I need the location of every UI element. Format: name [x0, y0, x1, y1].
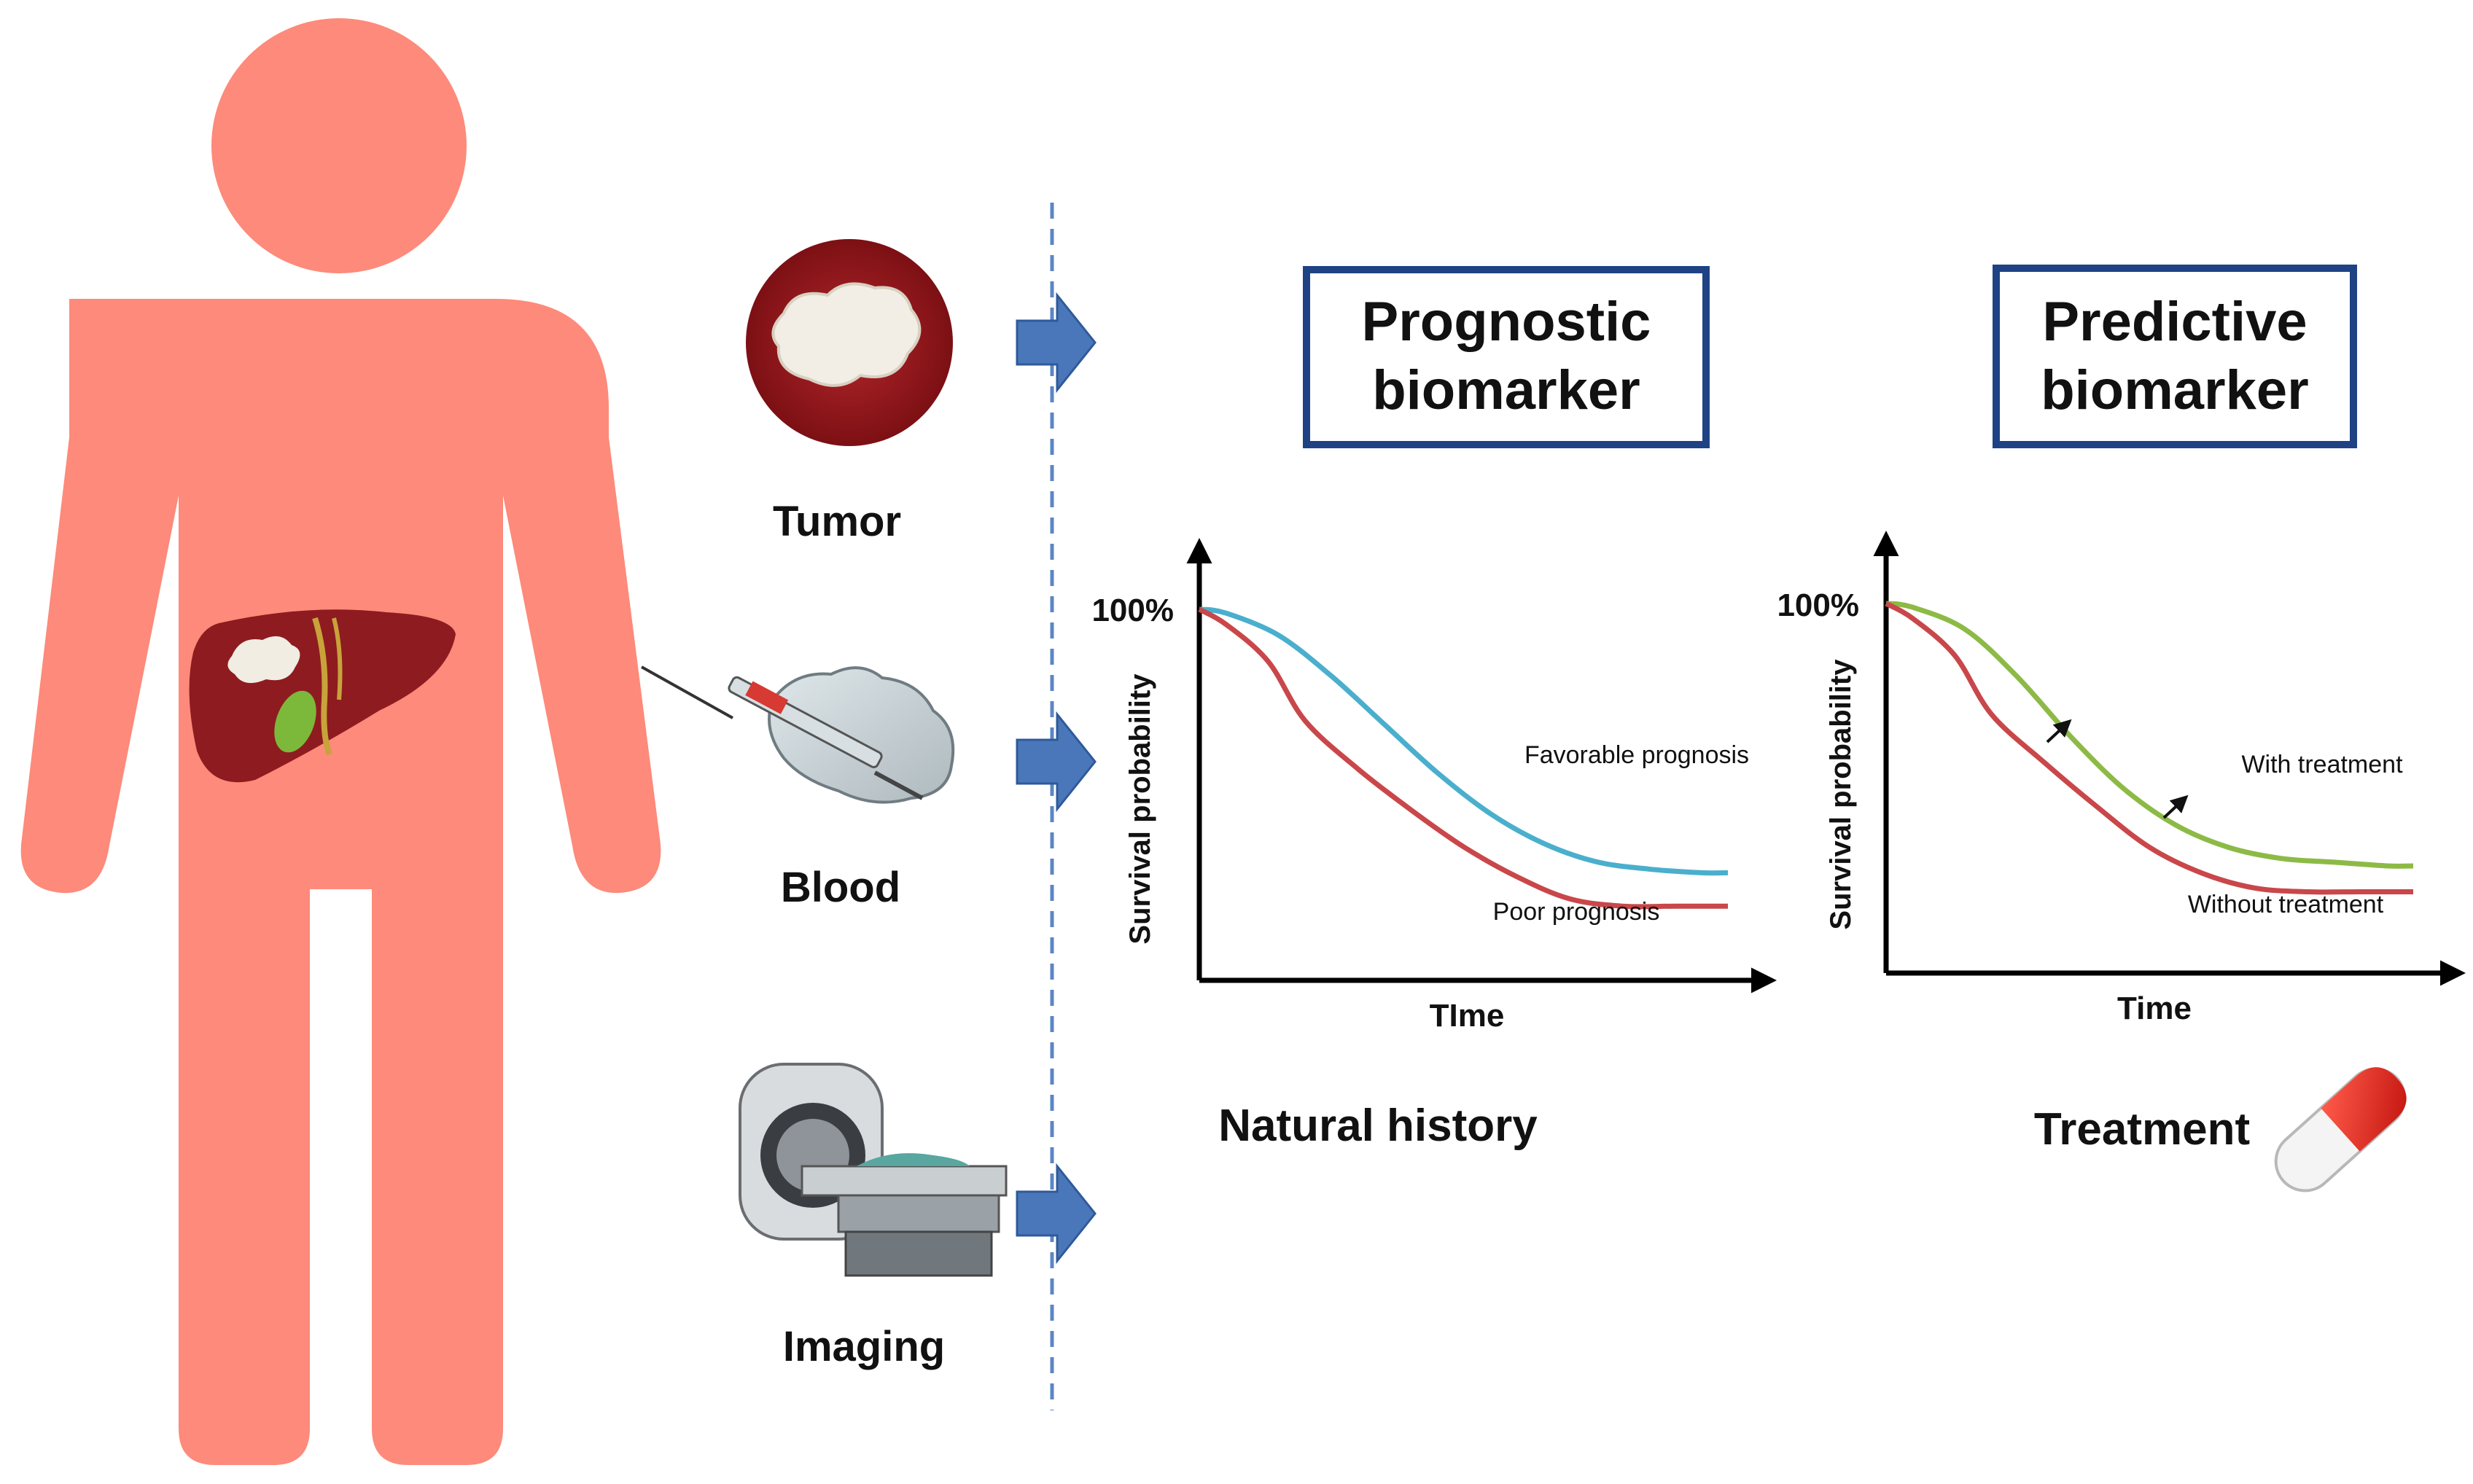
chart2-ylabel: Survival probability — [1825, 659, 1857, 930]
chart2-y-tick-100: 100% — [1777, 587, 1859, 623]
chart1-y-tick-100: 100% — [1091, 593, 1174, 628]
predictive-line2: biomarker — [2041, 359, 2309, 421]
tumor-tissue-icon — [746, 239, 953, 446]
chart1-ylabel: Survival probability — [1124, 673, 1156, 945]
syringe-glove-icon — [728, 666, 955, 804]
natural-history-caption: Natural history — [1218, 1101, 1538, 1151]
chart2-with-treatment-label: With treatment — [2241, 751, 2403, 778]
prognostic-survival-chart: 100% Survival probability TIme Favorable… — [1091, 538, 1777, 1034]
capsule-pill-icon — [2274, 1067, 2407, 1192]
predictive-box: Predictive biomarker — [1993, 265, 2357, 448]
arrow-blood — [1016, 711, 1097, 813]
chart1-poor-label: Poor prognosis — [1493, 898, 1660, 926]
predictive-survival-chart: 100% Survival probability Time With trea… — [1777, 531, 2466, 1026]
arrow-tumor — [1016, 292, 1097, 394]
prognostic-line2: biomarker — [1372, 359, 1640, 421]
chart2-without-treatment-label: Without treatment — [2188, 891, 2384, 918]
liver-icon — [189, 609, 456, 783]
chart1-favorable-label: Favorable prognosis — [1524, 741, 1749, 769]
imaging-label: Imaging — [783, 1323, 945, 1370]
blood-label: Blood — [781, 864, 900, 911]
prognostic-line1: Prognostic — [1362, 291, 1651, 353]
chart1-poor-prognosis-line — [1198, 606, 1728, 910]
mri-scanner-icon — [739, 1063, 1008, 1277]
chart2-with-treatment-line — [1885, 601, 2414, 869]
prognostic-box: Prognostic biomarker — [1303, 266, 1710, 448]
chart2-improvement-arrow-2 — [2162, 794, 2189, 819]
needle-line — [641, 665, 733, 719]
chart2-improvement-arrow-1 — [2046, 719, 2072, 743]
chart1-xlabel: TIme — [1430, 998, 1505, 1034]
chart1-favorable-prognosis-line — [1199, 606, 1729, 876]
person-silhouette-icon — [20, 18, 661, 1465]
chart2-without-treatment-line — [1885, 601, 2413, 895]
chart2-xlabel: Time — [2117, 991, 2192, 1026]
tumor-label: Tumor — [773, 498, 901, 545]
treatment-caption: Treatment — [2034, 1104, 2250, 1155]
arrow-imaging — [1016, 1163, 1097, 1265]
predictive-line1: Predictive — [2042, 291, 2307, 353]
